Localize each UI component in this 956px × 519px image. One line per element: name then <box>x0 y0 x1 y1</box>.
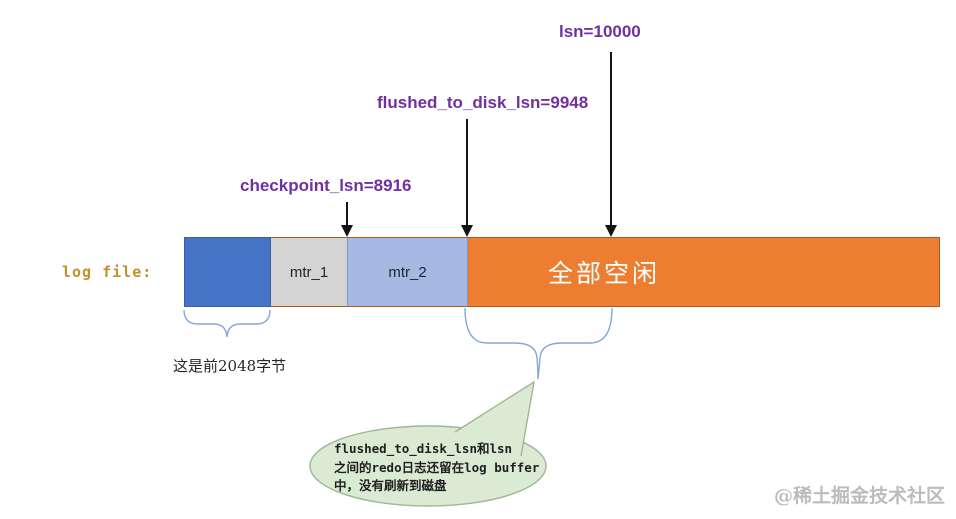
first-2048-brace <box>183 309 271 338</box>
speech-bubble-line-2: 之间的redo日志还留在log buffer <box>334 459 540 475</box>
checkpoint-lsn-pointer-label: checkpoint_lsn=8916 <box>240 176 412 195</box>
mtr-1-block: mtr_1 <box>271 238 347 306</box>
first-2048-bytes-block <box>184 237 271 307</box>
speech-bubble-text: flushed_to_disk_lsn和lsn 之间的redo日志还留在log … <box>334 440 539 496</box>
speech-bubble-line-3: 中，没有刷新到磁盘 <box>334 478 447 493</box>
flushed-to-disk-lsn-arrow <box>461 119 473 237</box>
mtr-2-block: mtr_2 <box>347 238 468 306</box>
mtr-2-label: mtr_2 <box>388 263 427 281</box>
speech-bubble-line-1: flushed_to_disk_lsn和lsn <box>334 441 513 456</box>
flushed-to-disk-lsn-pointer-label: flushed_to_disk_lsn=9948 <box>377 93 589 112</box>
first-2048-note: 这是前2048字节 <box>173 357 287 375</box>
lsn-arrow <box>605 52 617 237</box>
lsn-pointer-label: lsn=10000 <box>559 22 641 41</box>
juejin-watermark: @稀土掘金技术社区 <box>774 485 946 507</box>
checkpoint-lsn-arrow <box>341 202 353 237</box>
free-space-label: 全部空闲 <box>548 260 661 288</box>
log-file-label: log file: <box>62 263 153 281</box>
mtr-1-label: mtr_1 <box>289 263 329 281</box>
log-file-bar: mtr_1 mtr_2 全部空闲 <box>184 237 940 307</box>
log-buffer-span-brace <box>464 307 613 380</box>
